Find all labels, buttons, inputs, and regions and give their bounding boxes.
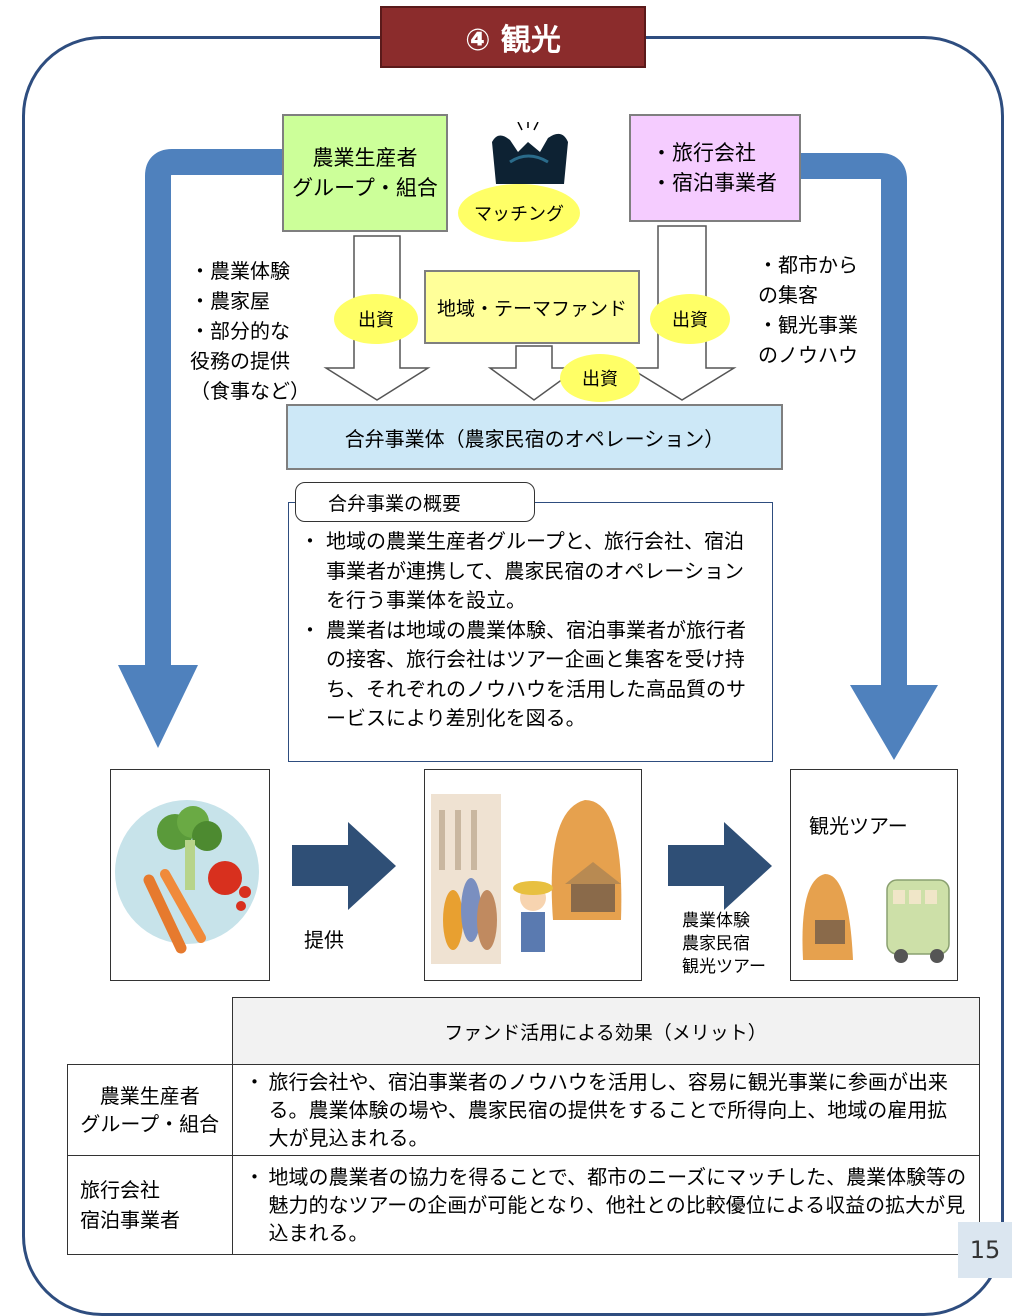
output-item: 観光ツアー bbox=[682, 957, 766, 977]
regional-fund-box: 地域・テーマファンド bbox=[424, 270, 640, 344]
row-label: 旅行会社宿泊事業者 bbox=[67, 1155, 233, 1255]
table-row: 農業生産者グループ・組合 ・旅行会社や、宿泊事業者のノウハウを活用し、容易に観光… bbox=[67, 1064, 980, 1156]
summary-bullet: ・農業者は地域の農業体験、宿泊事業者が旅行者の接客、旅行会社はツアー企画と集客を… bbox=[300, 617, 746, 731]
investment-badge-right: 出資 bbox=[650, 294, 730, 344]
contribution-item: ・農業体験 bbox=[190, 259, 290, 283]
summary-panel bbox=[288, 502, 773, 762]
investment-badge-center: 出資 bbox=[560, 354, 640, 402]
producer-line-1: 農業生産者 bbox=[312, 146, 418, 170]
summary-bullet: ・地域の農業生産者グループと、旅行会社、宿泊事業者が連携して、農家民宿のオペレー… bbox=[300, 529, 744, 612]
right-flow-arrow bbox=[801, 153, 907, 700]
travel-contribution-list: ・都市から の集客 ・観光事業 のノウハウ bbox=[758, 250, 858, 370]
producer-group-box: 農業生産者 グループ・組合 bbox=[282, 114, 448, 232]
effects-table: ファンド活用による効果（メリット） 農業生産者グループ・組合 ・旅行会社や、宿泊… bbox=[67, 997, 980, 1255]
tour-image-box: 観光ツアー bbox=[790, 769, 958, 981]
page-number: 15 bbox=[958, 1222, 1012, 1278]
tour-label: 観光ツアー bbox=[809, 814, 908, 838]
page-title: ④ 観光 bbox=[380, 6, 646, 68]
effects-header: ファンド活用による効果（メリット） bbox=[231, 997, 980, 1065]
summary-heading: 合弁事業の概要 bbox=[295, 482, 535, 522]
provide-arrow bbox=[292, 822, 396, 910]
producer-contribution-list: ・農業体験 ・農家屋 ・部分的な 役務の提供 （食事など） bbox=[190, 256, 310, 406]
center-down-arrow bbox=[487, 345, 581, 401]
table-corner bbox=[67, 997, 233, 1065]
contribution-item: （食事など） bbox=[190, 379, 310, 403]
output-list: 農業体験 農家民宿 観光ツアー bbox=[682, 910, 766, 979]
travel-line-2: ・宿泊事業者 bbox=[651, 171, 777, 195]
output-arrow bbox=[668, 822, 772, 910]
travel-line-1: ・旅行会社 bbox=[651, 141, 756, 165]
right-flow-arrowhead bbox=[850, 685, 938, 760]
summary-bullets: ・地域の農業生産者グループと、旅行会社、宿泊事業者が連携して、農家民宿のオペレー… bbox=[300, 527, 762, 734]
visitors-illustration bbox=[431, 794, 622, 964]
contribution-item: 役務の提供 bbox=[190, 349, 290, 373]
contribution-item: ・都市から bbox=[758, 253, 858, 277]
investment-badge-left: 出資 bbox=[334, 294, 418, 344]
vegetables-image-box bbox=[110, 769, 270, 981]
producer-line-2: グループ・組合 bbox=[292, 176, 438, 200]
joint-venture-box: 合弁事業体（農家民宿のオペレーション） bbox=[286, 404, 783, 470]
travel-company-box: ・旅行会社 ・宿泊事業者 bbox=[629, 114, 801, 222]
tour-illustration bbox=[802, 874, 950, 963]
left-flow-arrowhead bbox=[118, 665, 198, 748]
left-flow-arrow bbox=[145, 149, 282, 680]
table-row: 旅行会社宿泊事業者 ・地域の農業者の協力を得ることで、都市のニーズにマッチした、… bbox=[67, 1155, 980, 1255]
contribution-item: の集客 bbox=[758, 283, 818, 307]
output-item: 農家民宿 bbox=[682, 934, 750, 954]
vegetables-illustration bbox=[115, 800, 259, 954]
contribution-item: のノウハウ bbox=[758, 343, 858, 367]
row-label: 農業生産者グループ・組合 bbox=[67, 1064, 233, 1156]
contribution-item: ・農家屋 bbox=[190, 289, 270, 313]
matching-badge: マッチング bbox=[458, 184, 580, 242]
provide-label: 提供 bbox=[304, 928, 344, 952]
row-text: ・地域の農業者の協力を得ることで、都市のニーズにマッチした、農業体験等の魅力的な… bbox=[231, 1155, 980, 1255]
row-text: ・旅行会社や、宿泊事業者のノウハウを活用し、容易に観光事業に参画が出来る。農業体… bbox=[231, 1064, 980, 1156]
handshake-icon bbox=[492, 122, 568, 184]
visitors-image-box bbox=[424, 769, 642, 981]
contribution-item: ・観光事業 bbox=[758, 313, 858, 337]
contribution-item: ・部分的な bbox=[190, 319, 290, 343]
output-item: 農業体験 bbox=[682, 911, 750, 931]
